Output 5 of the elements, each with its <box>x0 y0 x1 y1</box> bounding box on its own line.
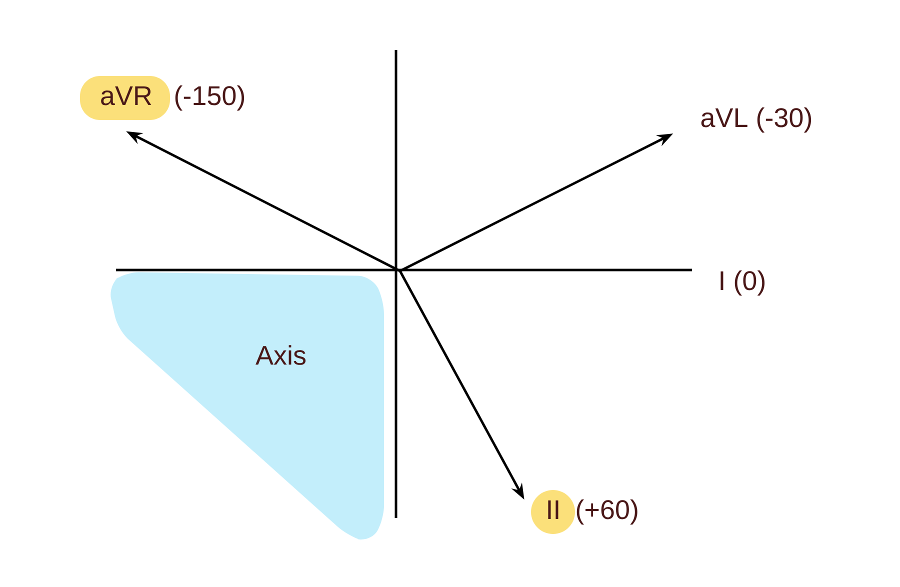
lead-label: aVR (-150) <box>80 76 244 120</box>
axis-label: I (0) <box>720 270 765 296</box>
lead-label: aVL (-30) <box>701 107 812 133</box>
lead-label: II (+60) <box>531 490 638 534</box>
shaded-region: Axis <box>110 272 384 540</box>
